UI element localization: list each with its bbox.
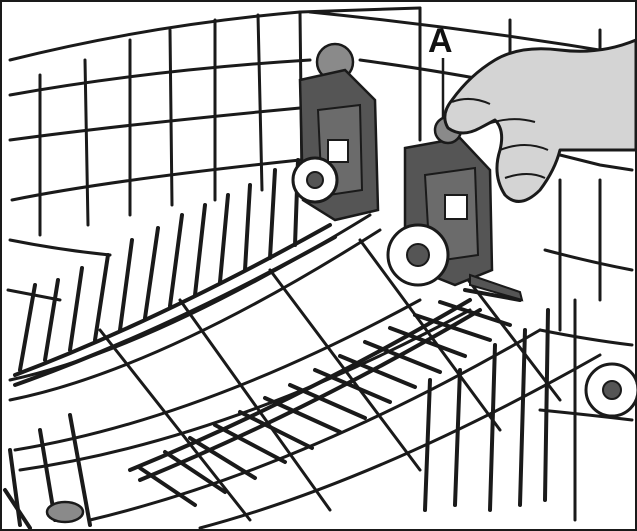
hand-icon — [443, 38, 637, 203]
right-tine-row — [423, 308, 550, 512]
left-tine-row — [13, 158, 337, 387]
callout-label-a: A — [428, 22, 453, 60]
rack-clip-left — [291, 42, 380, 222]
rack-clip-right — [386, 115, 524, 302]
rack-back-wall — [8, 6, 634, 237]
rack-wheel-right-edge — [584, 362, 637, 418]
front-tine-row — [128, 288, 522, 507]
rack-wheel-bottom-left — [45, 500, 85, 524]
